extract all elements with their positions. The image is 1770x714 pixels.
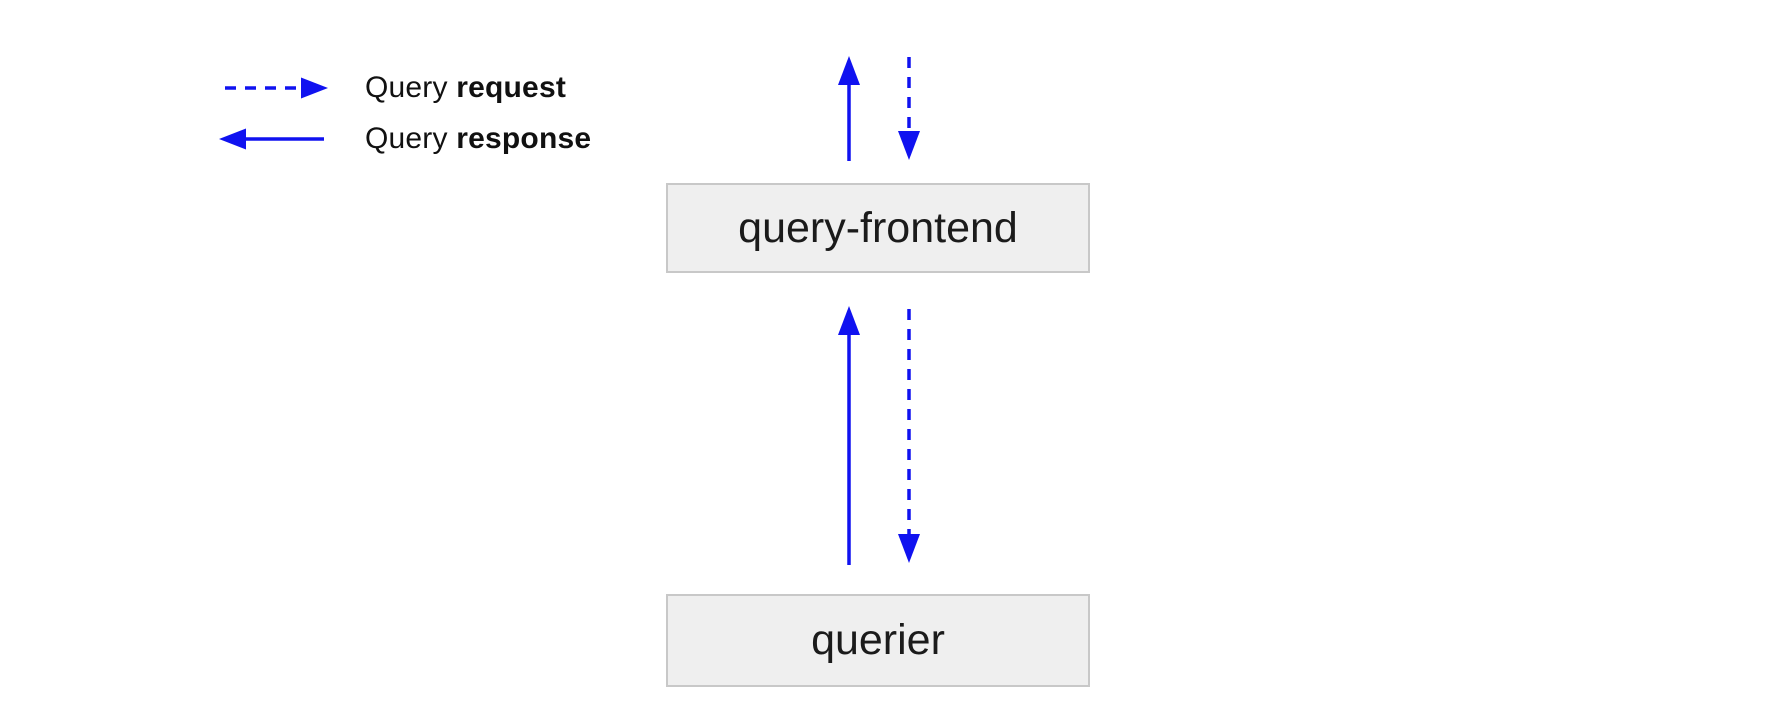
legend-arrow-wrap [218, 127, 365, 151]
legend-label-query-response: Query response [365, 122, 591, 156]
up-arrowhead [838, 306, 860, 335]
legend-label-prefix: Query [365, 71, 448, 104]
legend-item-query-response: Query response [218, 117, 591, 161]
legend-label-query-request: Query request [365, 71, 566, 105]
node-query-frontend-label: query-frontend [738, 203, 1018, 252]
down-arrowhead [898, 131, 920, 160]
query-response-arrow-up [838, 306, 860, 565]
query-request-arrow-down [898, 57, 920, 160]
left-arrowhead [219, 128, 246, 150]
query-request-dashed-arrow-icon [225, 77, 328, 99]
node-querier-label: querier [811, 616, 945, 664]
flow-arrows-queryfrontend-querier [838, 306, 920, 565]
legend-label-prefix: Query [365, 122, 448, 155]
legend-arrow-wrap [218, 76, 365, 100]
query-request-arrow-down [898, 309, 920, 563]
down-arrowhead [898, 534, 920, 563]
legend-label-keyword: request [456, 71, 567, 104]
flow-arrows-client-queryfrontend [838, 56, 920, 161]
right-arrowhead [301, 77, 328, 99]
node-querier: querier [666, 594, 1090, 687]
node-query-frontend: query-frontend [666, 183, 1090, 273]
up-arrowhead [838, 56, 860, 85]
legend-label-keyword: response [456, 122, 592, 155]
query-response-arrow-up [838, 56, 860, 161]
legend-item-query-request: Query request [218, 66, 566, 110]
query-response-solid-arrow-icon [219, 128, 324, 150]
